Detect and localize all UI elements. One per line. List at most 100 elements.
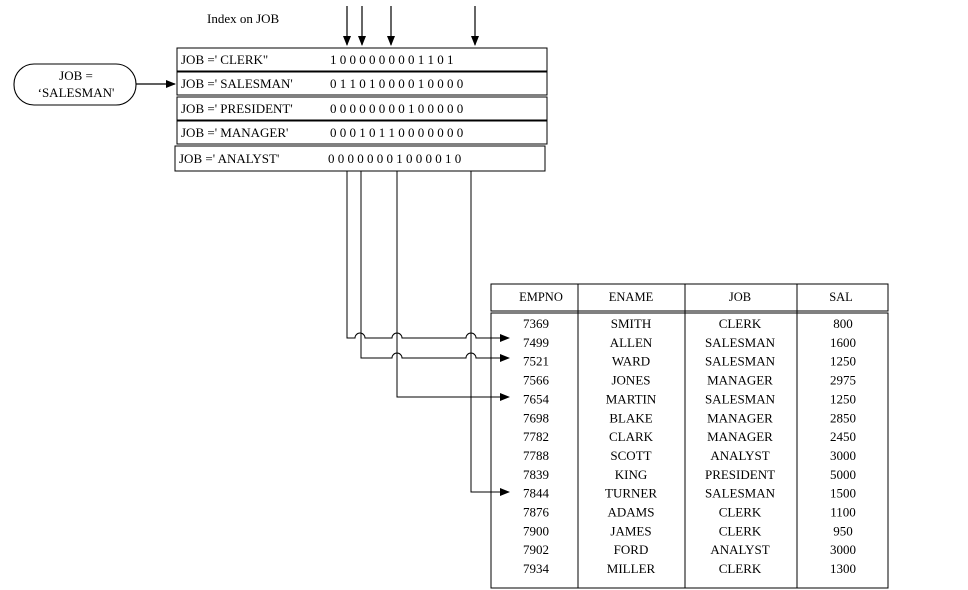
cell-empno: 7839 (523, 467, 549, 482)
column-header-empno: EMPNO (519, 290, 563, 304)
cell-job: CLERK (719, 523, 762, 538)
cell-empno: 7782 (523, 429, 549, 444)
bitmap-row-box (174, 145, 546, 172)
table-row: 7900 JAMES CLERK 950 (523, 523, 853, 538)
cell-empno: 7698 (523, 410, 549, 425)
cell-empno: 7902 (523, 542, 549, 557)
cell-sal: 1500 (830, 486, 856, 501)
column-header-sal: SAL (829, 290, 853, 304)
table-row: 7369 SMITH CLERK 800 (523, 316, 853, 331)
cell-job: CLERK (719, 316, 762, 331)
cell-ename: JAMES (610, 523, 651, 538)
bitmap-row-bits: 1 0 0 0 0 0 0 0 0 1 1 0 1 (330, 52, 454, 67)
bitmap-row-label: JOB =' MANAGER' (181, 125, 288, 140)
cell-empno: 7844 (523, 486, 550, 501)
cell-empno: 7654 (523, 391, 550, 406)
pointer-to-7654 (396, 171, 510, 401)
cell-empno: 7521 (523, 354, 549, 369)
pointer-to-7499 (346, 171, 510, 342)
table-row: 7654 MARTIN SALESMAN 1250 (523, 391, 856, 406)
bitmap-row-label: JOB =' PRESIDENT' (181, 101, 293, 116)
cell-sal: 3000 (830, 542, 856, 557)
table-row: 7788 SCOTT ANALYST 3000 (523, 448, 856, 463)
cell-empno: 7876 (523, 505, 550, 520)
cell-sal: 2450 (830, 429, 856, 444)
column-header-ename: ENAME (609, 290, 654, 304)
cell-job: SALESMAN (705, 335, 776, 350)
cell-sal: 950 (833, 523, 853, 538)
table-row: 7902 FORD ANALYST 3000 (523, 542, 856, 557)
table-row: 7844 TURNER SALESMAN 1500 (523, 486, 856, 501)
table-body-box (490, 312, 889, 589)
cell-sal: 2975 (830, 373, 856, 388)
row-pointers (346, 171, 510, 496)
index-title: Index on JOB (207, 11, 280, 26)
cell-ename: BLAKE (609, 410, 652, 425)
cell-job: SALESMAN (705, 486, 776, 501)
cell-job: MANAGER (707, 373, 773, 388)
bitmap-row-label: JOB =' CLERK" (181, 52, 268, 67)
table-header: EMPNO ENAME JOB SAL (519, 290, 853, 304)
table-header-box (490, 283, 889, 312)
cell-ename: FORD (614, 542, 649, 557)
table-row: 7698 BLAKE MANAGER 2850 (523, 410, 856, 425)
cell-sal: 3000 (830, 448, 856, 463)
cell-empno: 7369 (523, 316, 549, 331)
cell-job: SALESMAN (705, 391, 776, 406)
cell-job: PRESIDENT (705, 467, 775, 482)
cell-empno: 7499 (523, 335, 549, 350)
cell-sal: 1250 (830, 354, 856, 369)
cell-sal: 5000 (830, 467, 856, 482)
cell-ename: ADAMS (608, 505, 655, 520)
bitmap-index (174, 47, 548, 172)
bitmap-row-bits: 0 0 0 1 0 1 1 0 0 0 0 0 0 0 (330, 125, 463, 140)
cell-ename: KING (615, 467, 648, 482)
bitmap-row-box (176, 96, 548, 121)
cell-ename: MARTIN (606, 391, 657, 406)
cell-job: CLERK (719, 505, 762, 520)
pointer-to-7521 (360, 171, 510, 362)
cell-ename: CLARK (609, 429, 654, 444)
table-row: 7782 CLARK MANAGER 2450 (523, 429, 856, 444)
cell-ename: WARD (612, 354, 650, 369)
cell-job: SALESMAN (705, 354, 776, 369)
cell-empno: 7900 (523, 523, 549, 538)
column-pointer-arrows (343, 6, 479, 46)
cell-sal: 1250 (830, 391, 856, 406)
bitmap-row-box (176, 120, 548, 145)
cell-job: ANALYST (710, 542, 769, 557)
cell-sal: 1100 (830, 505, 856, 520)
bitmap-row-label: JOB =' SALESMAN' (181, 76, 293, 91)
table-row: 7521 WARD SALESMAN 1250 (523, 354, 856, 369)
bitmap-row-bits: 0 0 0 0 0 0 0 0 1 0 0 0 0 0 (330, 101, 463, 116)
bitmap-labels: JOB =' CLERK" JOB =' SALESMAN' JOB =' PR… (179, 52, 463, 166)
bitmap-row-box (176, 71, 548, 96)
cell-ename: SMITH (611, 316, 651, 331)
cell-ename: MILLER (607, 561, 656, 576)
emp-table (490, 283, 889, 589)
cell-sal: 1600 (830, 335, 856, 350)
bitmap-row-bits: 0 0 0 0 0 0 0 1 0 0 0 0 1 0 (328, 151, 461, 166)
cell-job: CLERK (719, 561, 762, 576)
cell-sal: 1300 (830, 561, 856, 576)
cell-job: MANAGER (707, 429, 773, 444)
cell-sal: 2850 (830, 410, 856, 425)
bitmap-row-label: JOB =' ANALYST' (179, 151, 279, 166)
bitmap-row-bits: 0 1 1 0 1 0 0 0 0 1 0 0 0 0 (330, 76, 463, 91)
cell-job: MANAGER (707, 410, 773, 425)
cell-empno: 7788 (523, 448, 549, 463)
table-row: 7839 KING PRESIDENT 5000 (523, 467, 856, 482)
bitmap-row-box (176, 47, 548, 72)
query-line-2: ‘SALESMAN' (38, 85, 115, 100)
cell-ename: TURNER (605, 486, 657, 501)
cell-sal: 800 (833, 316, 853, 331)
cell-ename: SCOTT (610, 448, 651, 463)
pointer-to-7844 (470, 171, 510, 496)
column-header-job: JOB (729, 290, 751, 304)
cell-job: ANALYST (710, 448, 769, 463)
